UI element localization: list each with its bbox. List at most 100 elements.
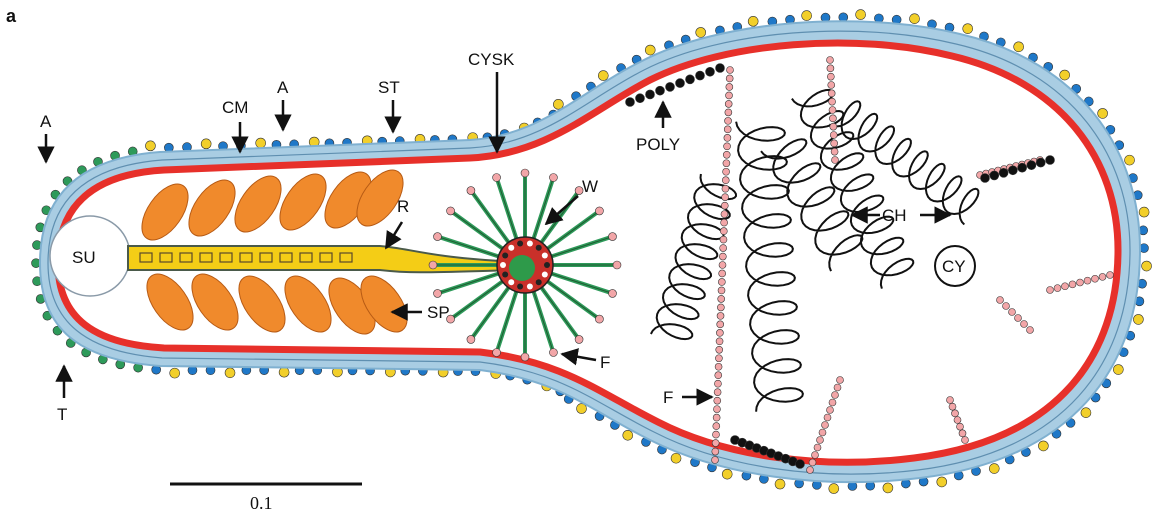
bead [713, 414, 720, 421]
fiber-tip [429, 261, 437, 269]
bead [626, 98, 635, 107]
bead [947, 397, 954, 404]
membrane-knob [696, 27, 706, 37]
core-dot [500, 262, 506, 268]
bead [997, 297, 1004, 304]
core-dot [527, 283, 533, 289]
bead [1084, 277, 1091, 284]
bead [1047, 287, 1054, 294]
bead [822, 422, 829, 429]
core-dot [542, 272, 548, 278]
core-dot [527, 241, 533, 247]
membrane-knob [989, 464, 999, 474]
membrane-knob [1038, 441, 1048, 451]
membrane-knob [170, 368, 180, 378]
bead [834, 384, 841, 391]
bead [727, 67, 734, 74]
bead [712, 440, 719, 447]
bead [724, 134, 731, 141]
bead [807, 467, 814, 474]
bead [1099, 273, 1106, 280]
bead [718, 287, 725, 294]
label-r: R [397, 197, 409, 216]
bead [724, 126, 731, 133]
core-dot [502, 272, 508, 278]
core-dot [508, 279, 514, 285]
core-dot [517, 283, 523, 289]
bead [981, 174, 990, 183]
bead [1008, 166, 1017, 175]
bead [726, 83, 733, 90]
membrane-knob [201, 139, 211, 149]
fiber-tip [549, 174, 557, 182]
bead [829, 399, 836, 406]
bead [726, 92, 733, 99]
membrane-knob [937, 477, 947, 487]
bead [722, 177, 729, 184]
bead [723, 151, 730, 158]
label-t: T [57, 405, 67, 424]
label-st: ST [378, 78, 400, 97]
bead [720, 236, 727, 243]
bead [724, 143, 731, 150]
scale-bar-label: 0.1 [250, 493, 273, 513]
core-dot [536, 279, 542, 285]
bead [676, 79, 685, 88]
fiber-tip [493, 174, 501, 182]
membrane-knob [963, 24, 973, 34]
bead [723, 168, 730, 175]
membrane-knob [748, 16, 758, 26]
bead [949, 403, 956, 410]
membrane-knob [1133, 314, 1143, 324]
bead [722, 185, 729, 192]
fiber-tip [447, 207, 455, 215]
bead [712, 431, 719, 438]
bead [636, 94, 645, 103]
fiber-tip [595, 207, 603, 215]
fiber-tip [467, 335, 475, 343]
membrane-knob [856, 10, 866, 20]
bead [1021, 321, 1028, 328]
bead [714, 389, 721, 396]
fiber-tip [613, 261, 621, 269]
label-w: W [582, 177, 598, 196]
bead [656, 86, 665, 95]
bead [721, 219, 728, 226]
core-dot [544, 262, 550, 268]
core-dot [517, 241, 523, 247]
membrane-knob [1081, 408, 1091, 418]
fiber-tip [608, 289, 616, 297]
label-a-left: A [40, 112, 52, 131]
bead [713, 423, 720, 430]
bead [1027, 327, 1034, 334]
membrane-knob [225, 368, 235, 378]
bead [706, 67, 715, 76]
bead [1062, 283, 1069, 290]
fiber-tip [521, 353, 529, 361]
bead [827, 57, 834, 64]
membrane-knob [829, 484, 839, 494]
bead [829, 107, 836, 114]
bead [723, 160, 730, 167]
bead [827, 65, 834, 72]
bead [696, 71, 705, 80]
bead [721, 211, 728, 218]
bead [725, 117, 732, 124]
bead [712, 457, 719, 464]
membrane-knob [598, 71, 608, 81]
bead [715, 363, 722, 370]
bead [666, 82, 675, 91]
label-su: SU [72, 248, 96, 267]
core-dot [502, 252, 508, 258]
bead [717, 312, 724, 319]
membrane-knob [1060, 70, 1070, 80]
fiber-tip [434, 233, 442, 241]
bead [959, 430, 966, 437]
bead [830, 132, 837, 139]
membrane-knob [883, 483, 893, 493]
bead [827, 407, 834, 414]
bead [1092, 275, 1099, 282]
label-a-top: A [277, 78, 289, 97]
bead [832, 392, 839, 399]
